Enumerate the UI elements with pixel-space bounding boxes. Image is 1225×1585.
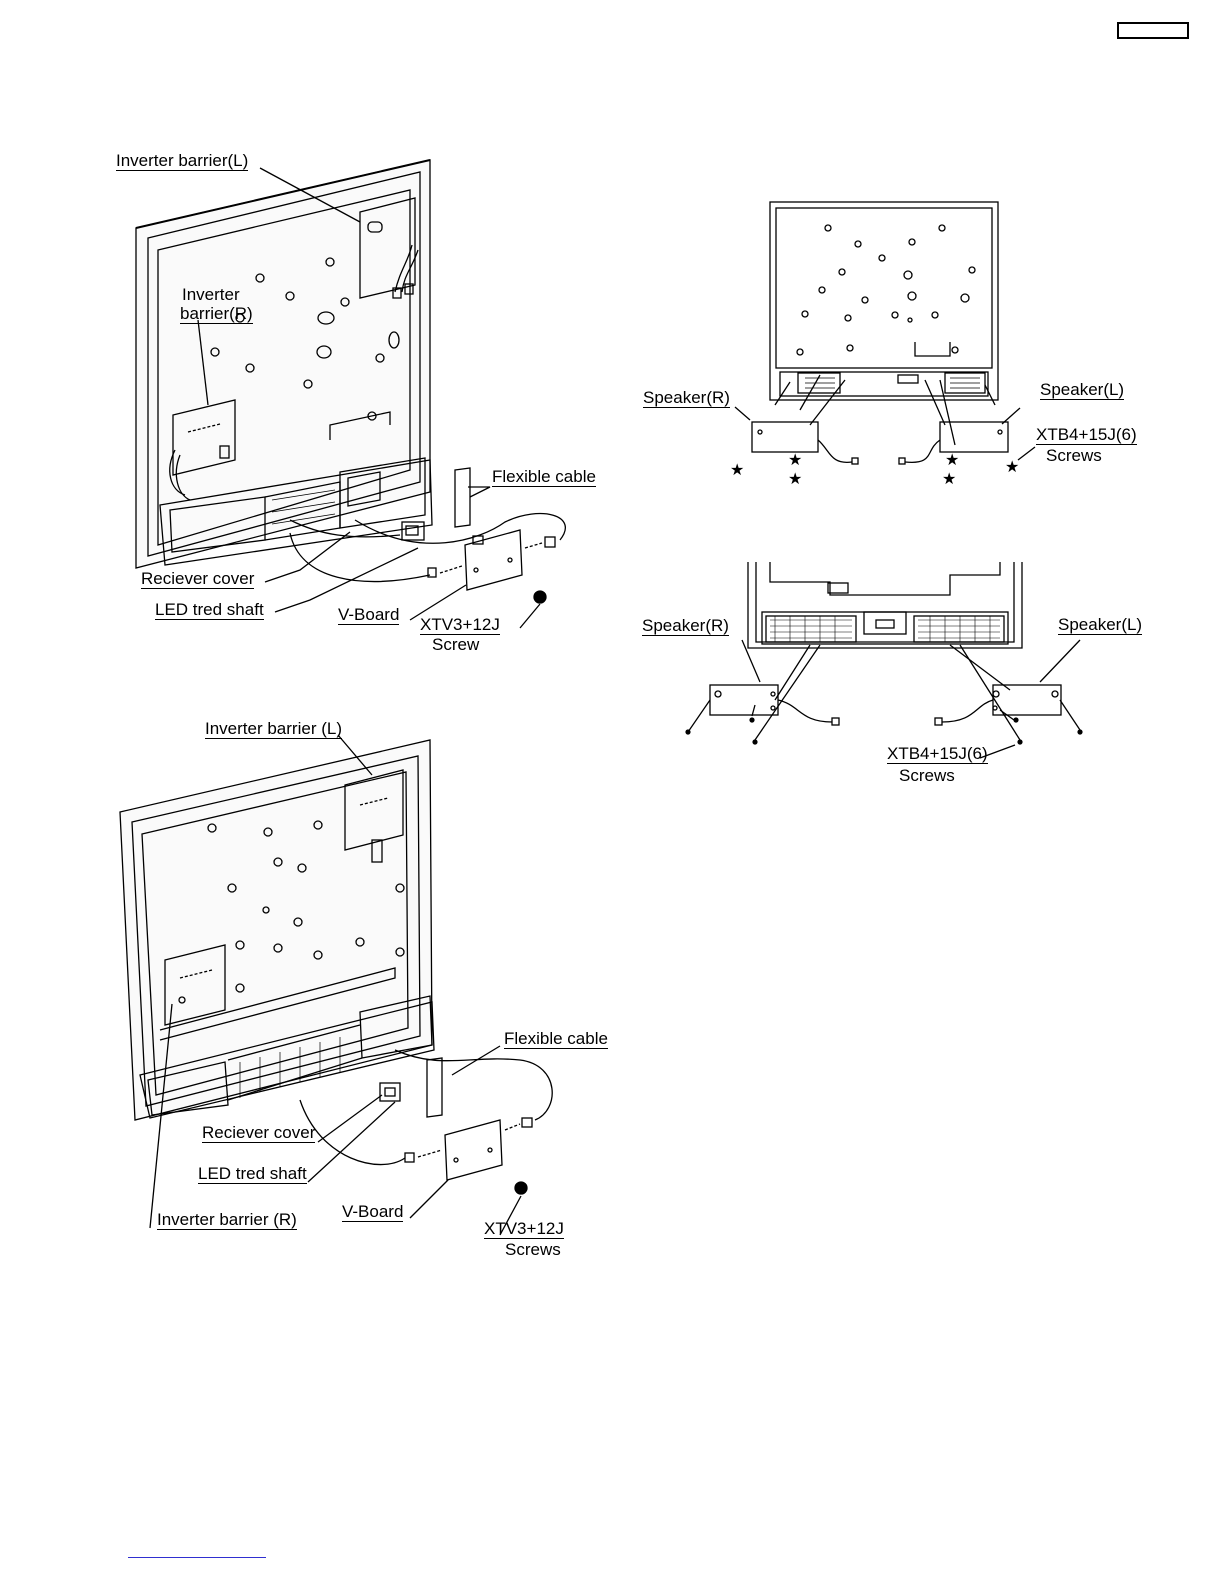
svg-text:★: ★	[730, 462, 744, 479]
label-reciever-cover: Reciever cover	[141, 569, 255, 589]
label-speaker-l: Speaker(L)	[1058, 615, 1143, 635]
label-speaker-l: Speaker(L)	[1040, 380, 1125, 400]
dot-screw-markers-bottom-right	[685, 717, 1083, 745]
label-v-board: V-Board	[338, 605, 400, 625]
label-screw-code: XTB4+15J(6)	[887, 744, 988, 764]
label-led-tred-shaft: LED tred shaft	[198, 1164, 307, 1184]
label-reciever-cover: Reciever cover	[202, 1123, 316, 1143]
tv-rear-drawing-top-left	[135, 159, 566, 629]
tv-rear-drawing-top-right	[734, 201, 1036, 465]
label-screws: Screws	[899, 766, 955, 785]
svg-text:★: ★	[1005, 459, 1019, 476]
label-screw: Screw	[432, 635, 480, 654]
svg-text:★: ★	[945, 452, 959, 469]
svg-text:★: ★	[788, 471, 802, 488]
label-screw-code: XTB4+15J(6)	[1036, 425, 1137, 445]
svg-text:★: ★	[788, 452, 802, 469]
label-screws: Screws	[505, 1240, 561, 1259]
label-speaker-r: Speaker(R)	[643, 388, 730, 408]
tv-rear-drawing-bottom-left	[119, 734, 553, 1236]
label-screws: Screws	[1046, 446, 1102, 465]
label-screw-code: XTV3+12J	[484, 1219, 564, 1239]
label-screw-code: XTV3+12J	[420, 615, 500, 635]
star-screw-markers-top-right: ★ ★ ★ ★ ★ ★	[730, 452, 1019, 488]
label-inverter-barrier-r-line2: barrier(R)	[180, 304, 253, 324]
label-inverter-barrier-l: Inverter barrier(L)	[116, 151, 249, 171]
label-inverter-barrier-r: Inverter barrier (R)	[157, 1210, 297, 1230]
label-flexible-cable: Flexible cable	[492, 467, 596, 487]
page-number-box	[1117, 22, 1189, 39]
svg-text:★: ★	[942, 471, 956, 488]
footer-link[interactable]	[128, 1557, 266, 1558]
tv-rear-drawing-bottom-right	[687, 562, 1081, 759]
label-inverter-barrier-r-line1: Inverter	[182, 285, 240, 304]
label-flexible-cable: Flexible cable	[504, 1029, 608, 1049]
label-led-tred-shaft: LED tred shaft	[155, 600, 264, 620]
label-speaker-r: Speaker(R)	[642, 616, 729, 636]
label-inverter-barrier-l: Inverter barrier (L)	[205, 719, 342, 739]
label-v-board: V-Board	[342, 1202, 404, 1222]
